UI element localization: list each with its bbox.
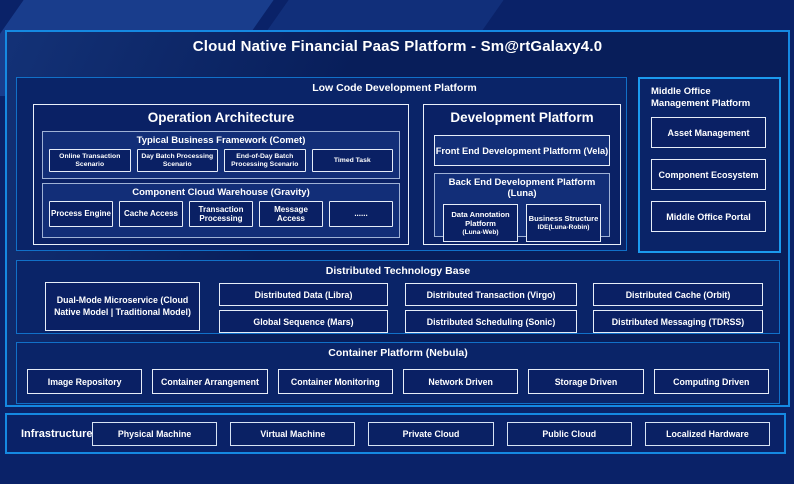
node-physical-machine: Physical Machine (92, 422, 218, 446)
node-distributed-cache-orbit: Distributed Cache (Orbit) (593, 283, 763, 306)
node-virtual-machine: Virtual Machine (230, 422, 356, 446)
infrastructure-items-row: Physical Machine Virtual Machine Private… (92, 422, 771, 446)
low-code-development-platform-section: Low Code Development Platform Operation … (16, 77, 627, 251)
node-localized-hardware: Localized Hardware (644, 422, 771, 446)
infrastructure-label: Infrastructure (21, 427, 93, 440)
node-distributed-data-libra: Distributed Data (Libra) (219, 283, 388, 306)
node-transaction-processing: Transaction Processing (189, 201, 253, 227)
node-global-sequence-mars: Global Sequence (Mars) (219, 310, 388, 333)
node-container-arrangement: Container Arrangement (152, 369, 268, 394)
node-process-engine: Process Engine (49, 201, 113, 227)
luna-group-title: Back End Development Platform (Luna) (448, 177, 596, 199)
node-container-monitoring: Container Monitoring (277, 369, 393, 394)
node-storage-driven: Storage Driven (528, 369, 644, 394)
node-data-annotation-platform: Data Annotation Platform (Luna-Web) (443, 204, 518, 242)
node-day-batch-processing-scenario: Day Batch Processing Scenario (136, 149, 218, 172)
distributed-technology-base-section: Distributed Technology Base Dual-Mode Mi… (16, 260, 780, 334)
node-public-cloud: Public Cloud (506, 422, 632, 446)
gravity-items-row: Process Engine Cache Access Transaction … (43, 198, 399, 227)
node-middle-office-portal: Middle Office Portal (651, 201, 766, 232)
node-image-repository: Image Repository (27, 369, 143, 394)
component-cloud-warehouse-gravity-group: Component Cloud Warehouse (Gravity) Proc… (42, 183, 400, 238)
middle-office-section-title: Middle Office Management Platform (651, 86, 751, 110)
node-network-driven: Network Driven (402, 369, 519, 394)
distributed-section-title: Distributed Technology Base (325, 265, 471, 277)
node-front-end-development-platform-vela: Front End Development Platform (Vela) (434, 135, 610, 166)
node-end-of-day-batch-processing-scenario: End-of-Day Batch Processing Scenario (224, 149, 306, 172)
node-ellipsis-more: ...... (329, 201, 393, 227)
middle-office-management-platform-section: Middle Office Management Platform Asset … (638, 77, 781, 253)
gravity-group-title: Component Cloud Warehouse (Gravity) (132, 187, 310, 198)
node-component-ecosystem: Component Ecosystem (651, 159, 766, 190)
page-title: Cloud Native Financial PaaS Platform - S… (192, 38, 603, 55)
node-asset-management: Asset Management (651, 117, 766, 148)
node-sublabel: IDE(Luna-Robin) (537, 223, 590, 231)
node-label: Data Annotation Platform (451, 209, 510, 229)
container-platform-nebula-section: Container Platform (Nebula) Image Reposi… (16, 342, 780, 404)
comet-items-row: Online Transaction Scenario Day Batch Pr… (43, 146, 399, 172)
node-computing-driven: Computing Driven (653, 369, 769, 394)
operation-architecture-panel: Operation Architecture Typical Business … (33, 104, 409, 245)
node-distributed-scheduling-sonic: Distributed Scheduling (Sonic) (405, 310, 577, 333)
node-dual-mode-microservice: Dual-Mode Microservice (Cloud Native Mod… (45, 282, 200, 331)
infrastructure-section: Infrastructure Physical Machine Virtual … (5, 413, 786, 454)
node-cache-access: Cache Access (119, 201, 183, 227)
node-distributed-messaging-tdrss: Distributed Messaging (TDRSS) (593, 310, 763, 333)
back-end-development-platform-luna-group: Back End Development Platform (Luna) Dat… (434, 173, 610, 242)
node-message-access: Message Access (259, 201, 323, 227)
node-private-cloud: Private Cloud (368, 422, 494, 446)
development-platform-panel: Development Platform Front End Developme… (423, 104, 621, 245)
container-platform-title: Container Platform (Nebula) (328, 347, 468, 359)
node-online-transaction-scenario: Online Transaction Scenario (49, 149, 131, 172)
node-distributed-transaction-virgo: Distributed Transaction (Virgo) (405, 283, 577, 306)
node-business-structure-ide: Business Structure IDE(Luna-Robin) (526, 204, 601, 242)
comet-group-title: Typical Business Framework (Comet) (136, 135, 306, 146)
typical-business-framework-comet-group: Typical Business Framework (Comet) Onlin… (42, 131, 400, 179)
node-timed-task: Timed Task (311, 149, 393, 172)
container-platform-items-row: Image Repository Container Arrangement C… (17, 369, 779, 394)
low-code-section-title: Low Code Development Platform (312, 82, 477, 94)
luna-items-row: Data Annotation Platform (Luna-Web) Busi… (435, 199, 609, 242)
development-platform-title: Development Platform (450, 110, 594, 125)
operation-architecture-title: Operation Architecture (147, 110, 295, 125)
node-label: Business Structure (528, 214, 599, 224)
node-sublabel: (Luna-Web) (462, 228, 499, 236)
